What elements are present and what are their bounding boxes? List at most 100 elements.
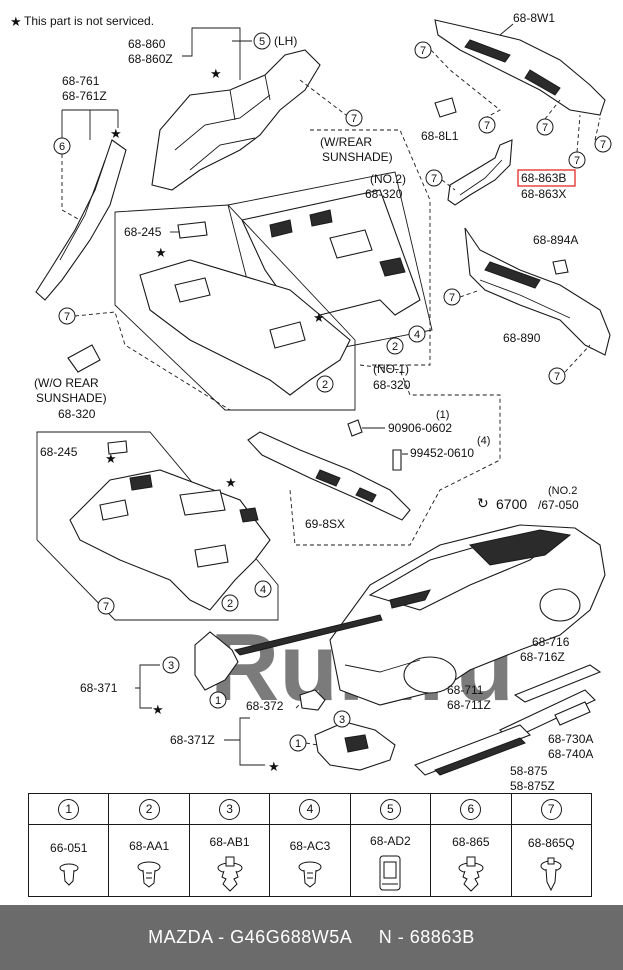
label-w-rear: (W/REAR bbox=[320, 135, 372, 149]
callout-number: 2 bbox=[322, 379, 328, 391]
label-lh: (LH) bbox=[274, 34, 297, 48]
legend-num-cell: 4 bbox=[269, 793, 351, 825]
legend-num: 2 bbox=[138, 798, 160, 820]
callout-number: 4 bbox=[260, 584, 266, 596]
label-68-320-mid: 68-320 bbox=[373, 378, 411, 392]
ref-arrow-icon: ↻ bbox=[477, 495, 489, 511]
not-serviced-star: ★ bbox=[105, 451, 117, 466]
legend-item: 68-865Q bbox=[510, 824, 593, 897]
not-serviced-star: ★ bbox=[110, 126, 122, 141]
label-68-761z: 68-761Z bbox=[62, 89, 107, 103]
callout-number: 7 bbox=[554, 371, 560, 383]
label-68-730a: 68-730A bbox=[548, 732, 593, 746]
label-68-863x: 68-863X bbox=[521, 187, 566, 201]
label-68-711: 68-711 bbox=[447, 683, 484, 697]
legend-code: 68-AC3 bbox=[289, 838, 331, 853]
label-68-761: 68-761 bbox=[62, 74, 100, 88]
label-68-245-a: 68-245 bbox=[124, 225, 162, 239]
no-sunshade-region: (W/O REAR SUNSHADE) 68-320 68-245 ★ ★ 4 … bbox=[34, 376, 279, 621]
part-68-863b-group: 7 68-863B 68-863X bbox=[425, 139, 576, 206]
legend-num-cell: 5 bbox=[349, 793, 432, 825]
label-68-320-top: 68-320 bbox=[365, 187, 403, 201]
part-68-8w1-group: 68-8W1 7 7 7 7 7 68-8L1 bbox=[414, 11, 612, 169]
footer-bar: MAZDA - G46G688W5A N - 68863B bbox=[0, 905, 623, 970]
callout-number: 7 bbox=[64, 311, 70, 323]
part-68-890-group: 68-894A 68-890 7 7 bbox=[443, 227, 611, 385]
label-68-716: 68-716 bbox=[532, 635, 570, 649]
label-68-863b: 68-863B bbox=[521, 171, 566, 185]
callout-number: 2 bbox=[227, 598, 233, 610]
callout-number: 7 bbox=[600, 139, 606, 151]
fastener-legend-table: 1 2 3 4 5 6 7 66-051 68-AA1 68-AB1 bbox=[27, 793, 593, 897]
parts-diagram: Ruli.ru ★ This part is not serviced. 68-… bbox=[10, 11, 612, 793]
legend-item: 68-AD2 bbox=[349, 824, 432, 897]
label-68-894a: 68-894A bbox=[533, 233, 578, 247]
callout-number: 7 bbox=[103, 601, 109, 613]
label-68-716z: 68-716Z bbox=[520, 650, 565, 664]
callout-number: 7 bbox=[351, 113, 357, 125]
legend-num: 7 bbox=[540, 798, 562, 820]
label-99452-0610: 99452-0610 bbox=[410, 446, 474, 460]
part-69-8sx-group: 69-8SX (1) 90906-0602 (4) 99452-0610 ↻ 6… bbox=[247, 364, 579, 546]
part-68-860-group: 68-860 68-860Z 5 (LH) ★ 7 bbox=[128, 27, 363, 191]
legend-item: 68-AC3 bbox=[269, 824, 351, 897]
label-90906-0602: 90906-0602 bbox=[388, 421, 452, 435]
note-text: This part is not serviced. bbox=[24, 14, 154, 28]
label-qty4: (4) bbox=[477, 435, 490, 447]
fir-tree-clip-icon bbox=[217, 856, 243, 892]
not-serviced-star: ★ bbox=[313, 310, 325, 325]
label-wo-sunshade: SUNSHADE) bbox=[36, 391, 107, 405]
push-clip-icon bbox=[59, 863, 79, 886]
callout-5: 5 bbox=[259, 36, 265, 48]
label-sunshade: SUNSHADE) bbox=[322, 150, 393, 164]
legend-header-row: 1 2 3 4 5 6 7 bbox=[27, 793, 593, 825]
push-rivet-icon bbox=[298, 861, 322, 888]
legend-num: 3 bbox=[219, 798, 241, 820]
legend-code: 68-AB1 bbox=[209, 834, 250, 849]
sunshade-region: (W/REAR SUNSHADE) (NO.2) 68-320 4 2 68-2… bbox=[58, 129, 433, 411]
label-68-8w1: 68-8W1 bbox=[513, 11, 555, 25]
part-68-761-group: 68-761 68-761Z 6 ★ bbox=[35, 74, 127, 301]
label-68-372: 68-372 bbox=[246, 699, 284, 713]
label-68-371: 68-371 bbox=[80, 681, 118, 695]
callout-number: 7 bbox=[542, 122, 548, 134]
callout-number: 7 bbox=[420, 45, 426, 57]
label-68-245-b: 68-245 bbox=[40, 445, 78, 459]
part-sill-group: 68-716 68-716Z 68-711 68-711Z 68-730A 68… bbox=[414, 635, 602, 793]
label-68-8l1: 68-8L1 bbox=[421, 129, 459, 143]
legend-item: 68-AB1 bbox=[188, 824, 271, 897]
push-pin-icon bbox=[540, 857, 562, 891]
label-69-8sx: 69-8SX bbox=[305, 517, 345, 531]
callout-number: 7 bbox=[449, 292, 455, 304]
legend-code: 68-865 bbox=[452, 834, 490, 849]
label-wo-rear: (W/O REAR bbox=[34, 376, 99, 390]
push-rivet-icon bbox=[137, 861, 161, 888]
not-serviced-star: ★ bbox=[155, 245, 167, 260]
label-68-371z: 68-371Z bbox=[170, 733, 215, 747]
callout-number: 3 bbox=[168, 660, 174, 672]
legend-item: 68-AA1 bbox=[108, 824, 190, 897]
label-68-890: 68-890 bbox=[503, 331, 541, 345]
legend-num: 1 bbox=[58, 798, 80, 820]
legend-item: 68-865 bbox=[430, 824, 512, 897]
label-68-740a: 68-740A bbox=[548, 747, 593, 761]
callout-number: 2 bbox=[392, 341, 398, 353]
footer-part-number: MAZDA - G46G688W5A N - 68863B bbox=[148, 927, 475, 947]
star-68-860: ★ bbox=[210, 66, 222, 81]
label-58-875z: 58-875Z bbox=[510, 779, 555, 793]
legend-body-row: 66-051 68-AA1 68-AB1 68-AC3 bbox=[27, 824, 593, 897]
legend-num-cell: 6 bbox=[430, 793, 512, 825]
legend-num-cell: 2 bbox=[108, 793, 190, 825]
legend-num-cell: 7 bbox=[510, 793, 593, 825]
legend-num: 4 bbox=[299, 798, 321, 820]
callout-number: 7 bbox=[431, 173, 437, 185]
label-no2-ref: (NO.2 bbox=[548, 485, 577, 497]
legend-num: 6 bbox=[460, 798, 482, 820]
label-68-711z: 68-711Z bbox=[447, 698, 491, 712]
label-68-860: 68-860 bbox=[128, 37, 166, 51]
legend-num-cell: 1 bbox=[27, 793, 110, 825]
legend-num: 5 bbox=[379, 798, 401, 820]
callout-number: 6 bbox=[59, 141, 65, 153]
part-68-371-group: 68-371 68-371Z 68-372 ★ 3 1 ★ 1 3 bbox=[80, 631, 396, 774]
not-serviced-star: ★ bbox=[225, 475, 237, 490]
